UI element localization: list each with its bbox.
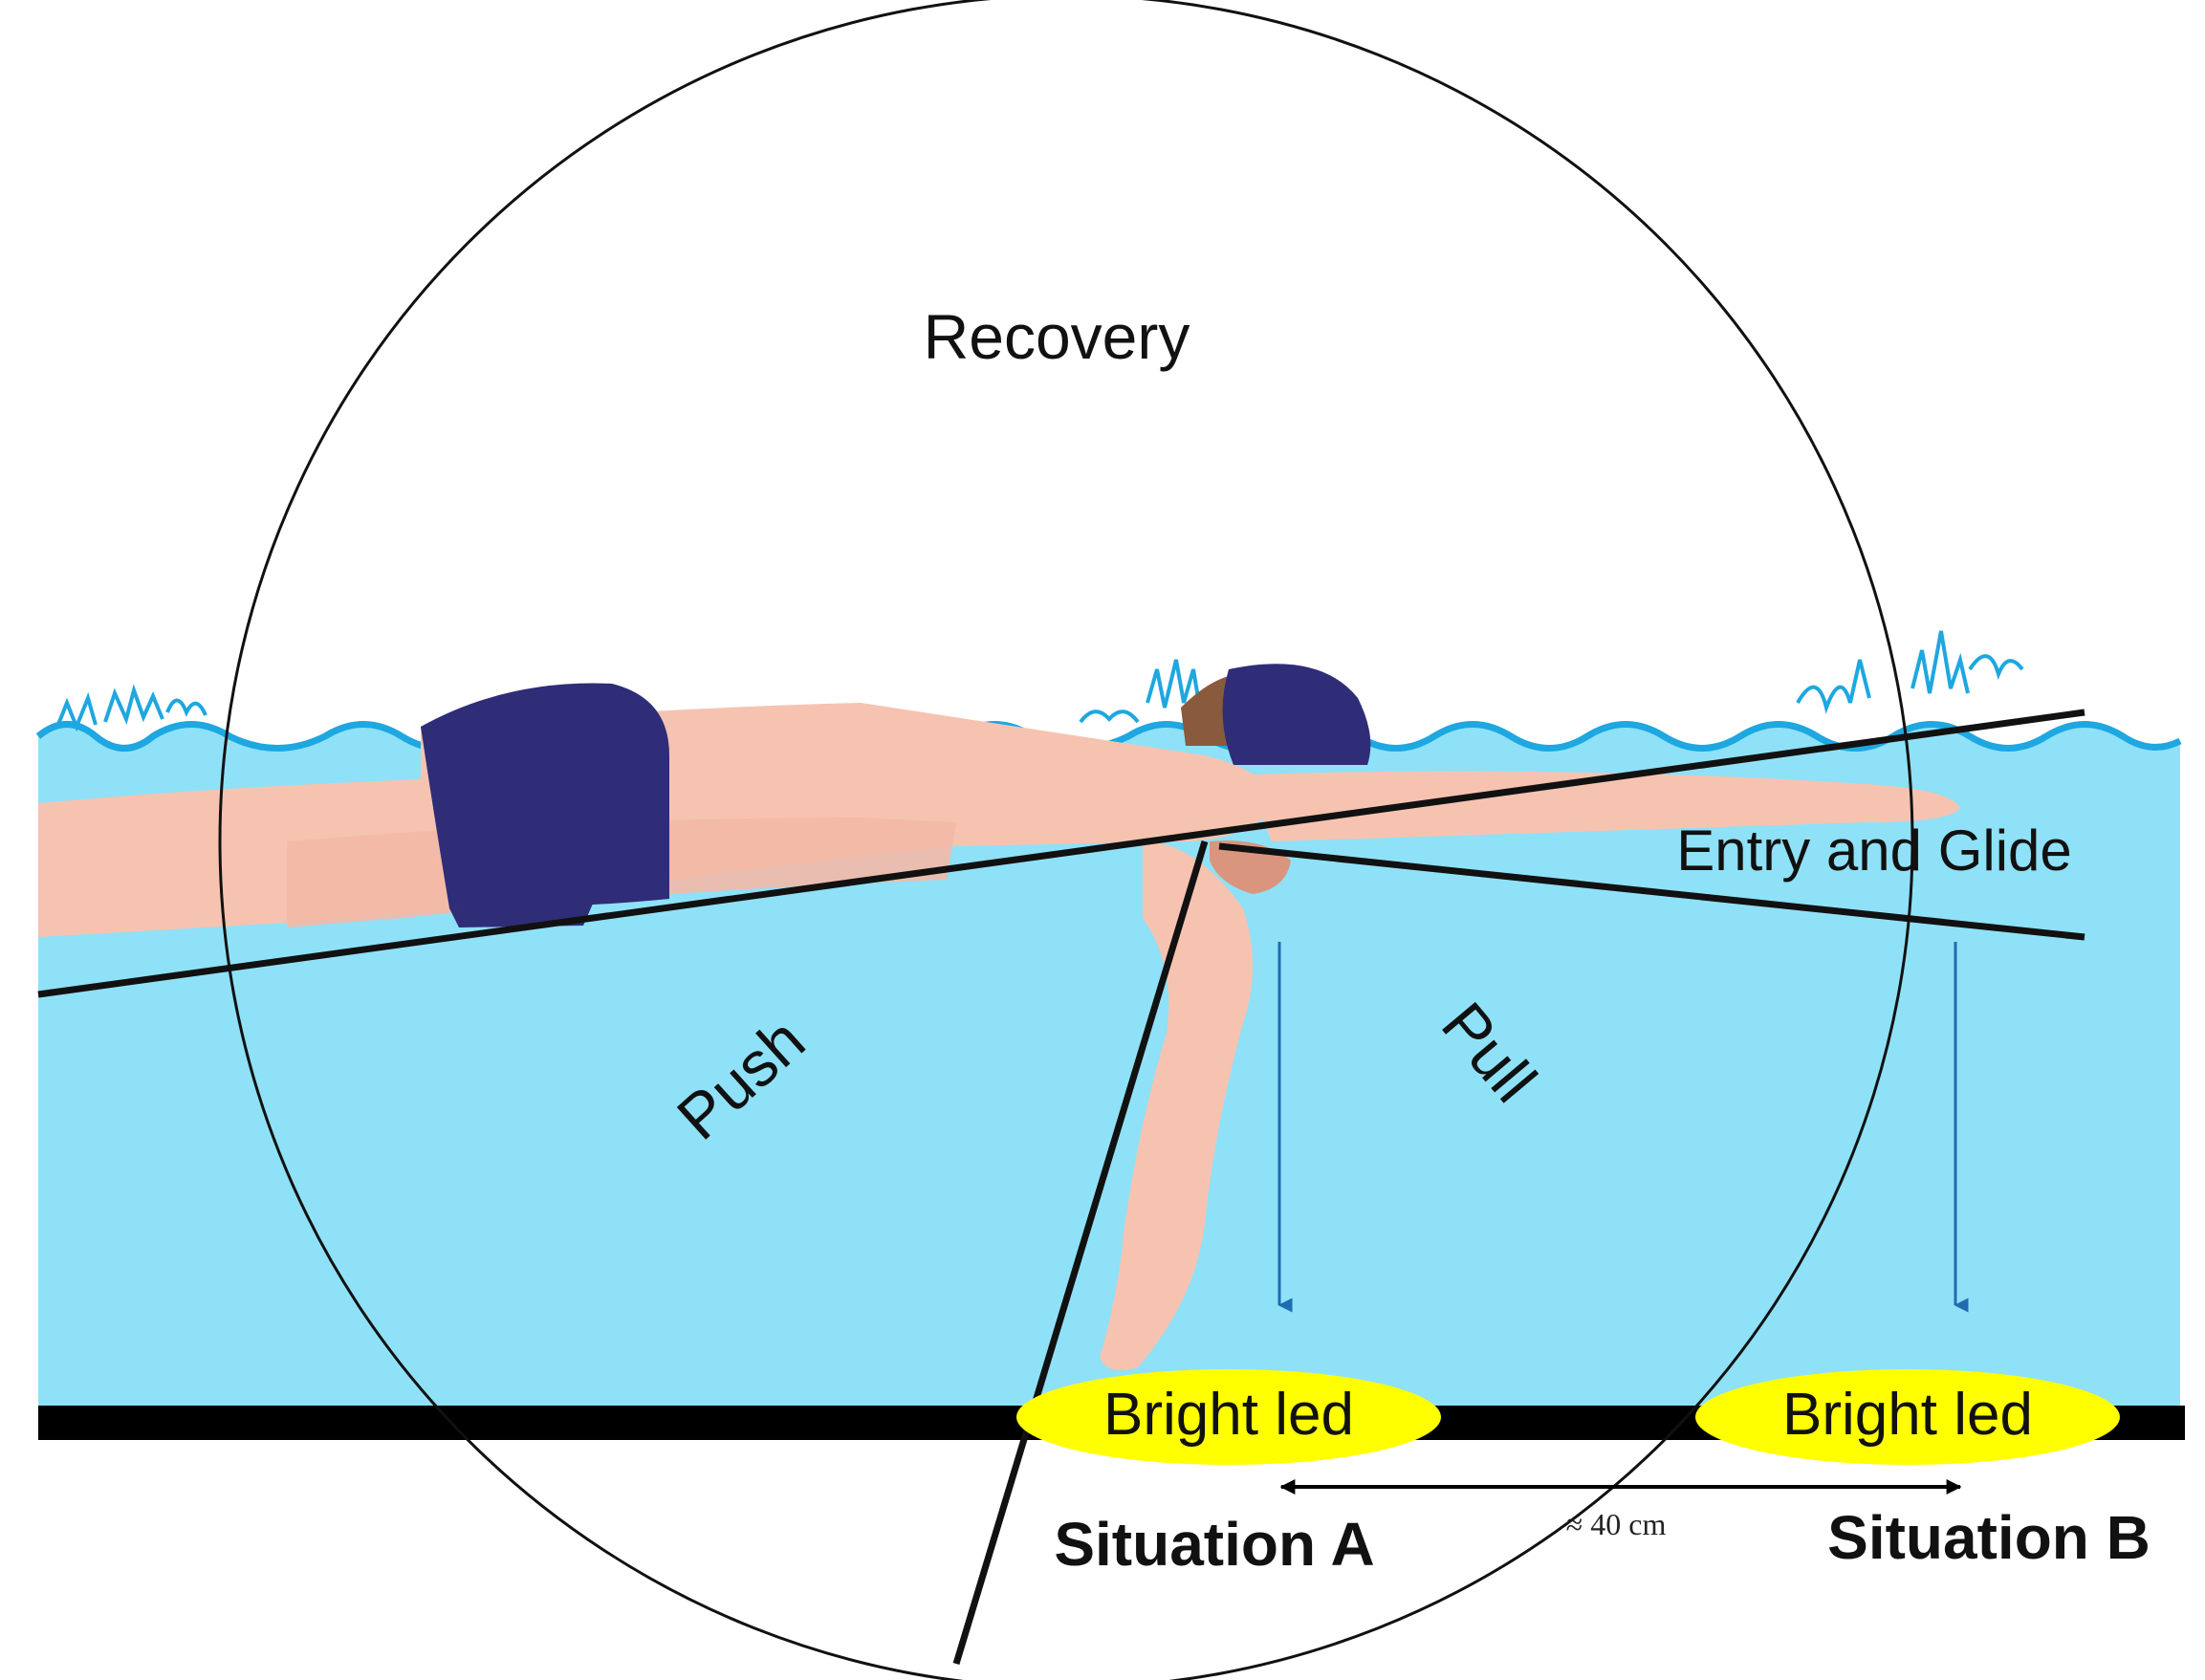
label-recovery: Recovery <box>924 301 1190 372</box>
label-bright-led-b: Bright led <box>1782 1382 2033 1448</box>
swimmer-front-arm <box>1243 771 1960 841</box>
label-distance: ≈ 40 cm <box>1566 1507 1667 1541</box>
label-bright-led-a: Bright led <box>1103 1382 1354 1448</box>
water-splash-center <box>1079 659 1202 724</box>
divider-line-horizontal <box>37 709 2085 998</box>
swimmer-cap <box>1222 664 1371 765</box>
swimsuit <box>421 683 669 908</box>
swimmer-pulling-arm <box>1100 841 1253 1371</box>
bright-led-a <box>1016 1369 1441 1465</box>
stroke-cycle-circle <box>218 0 1914 1680</box>
divider-line-push-pull <box>952 840 1209 1666</box>
label-situation-a: Situation A <box>1054 1510 1374 1579</box>
divider-line-entry <box>1218 842 2085 941</box>
bright-led-b <box>1695 1369 2120 1465</box>
water-splash-left <box>55 684 207 732</box>
label-situation-b: Situation B <box>1827 1503 2150 1572</box>
water-splash-right <box>1796 630 2024 714</box>
label-entry-and-glide: Entry and Glide <box>1676 818 2072 883</box>
